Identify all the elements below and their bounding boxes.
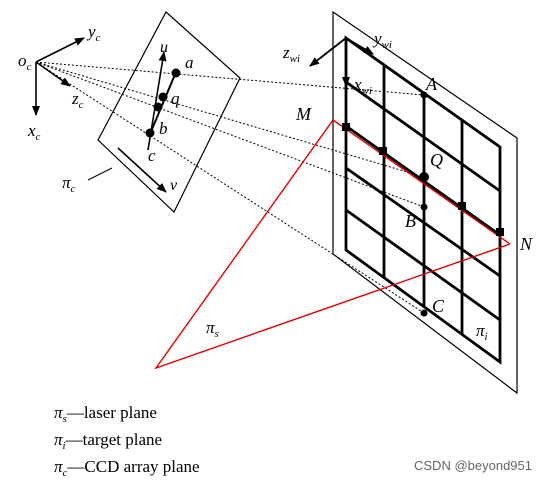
camera-axis-z-label: zc <box>71 89 84 111</box>
ccd-point-c-label: c <box>148 146 156 165</box>
ccd-axis-v-arrow <box>117 147 167 193</box>
laser-plane-label: πs <box>206 318 219 340</box>
laser-plane <box>154 119 511 370</box>
camera-axis-z-arrow <box>35 61 71 87</box>
world-axis-x-label: xwi <box>353 75 372 97</box>
ccd-image-line <box>149 71 177 135</box>
camera-axis-y-arrow <box>35 37 85 63</box>
target-plane-label: πi <box>476 321 488 343</box>
target-grid-frame <box>344 35 502 365</box>
camera-axes <box>32 37 85 116</box>
ccd-point-qb <box>153 102 163 112</box>
ccd-plane-leader <box>87 167 113 181</box>
world-axis-y-label: ywi <box>372 29 392 51</box>
legend-item-laser: πs—laser plane <box>54 403 157 425</box>
target-point-B <box>420 203 428 211</box>
ccd-axis-u-label: u <box>160 39 168 56</box>
legend-item-target: πi—target plane <box>54 430 162 452</box>
world-axis-z-label: zwi <box>282 43 300 65</box>
target-point-C-label: C <box>432 296 445 316</box>
laser-point-N-label: N <box>519 234 533 254</box>
ccd-axis-v-label: v <box>170 177 178 194</box>
target-point-Q <box>419 172 429 182</box>
world-axis-z-arrow <box>309 37 347 67</box>
ccd-point-b <box>145 128 155 138</box>
ccd-point-q-label: q <box>171 89 180 108</box>
watermark: CSDN @beyond951 <box>414 458 532 473</box>
target-point-C <box>420 309 428 317</box>
target-plane-outline <box>332 10 518 395</box>
target-point-A <box>420 91 428 99</box>
world-axes <box>309 37 374 87</box>
legend: πs—laser plane πi—target plane πc—CCD ar… <box>54 403 200 479</box>
ccd-point-a <box>171 68 181 78</box>
laser-line-MN <box>332 119 511 245</box>
ccd-plane-label: πc <box>62 173 76 195</box>
laser-line-markers <box>342 123 504 236</box>
legend-item-ccd: πc—CCD array plane <box>54 457 200 479</box>
ccd-plane <box>97 11 241 213</box>
target-point-Q-label: Q <box>430 150 443 170</box>
target-point-B-label: B <box>405 211 416 231</box>
camera-axis-y-label: yc <box>86 22 101 44</box>
camera-origin-label: oc <box>18 51 32 73</box>
target-points <box>419 91 429 317</box>
projection-rays <box>35 61 425 314</box>
ccd-point-a-label: a <box>185 53 194 72</box>
ccd-point-q <box>158 92 168 102</box>
ccd-point-b-label: b <box>159 119 168 138</box>
laser-point-M-label: M <box>295 104 312 124</box>
world-axis-y-arrow <box>345 37 374 55</box>
target-point-A-label: A <box>425 74 438 94</box>
camera-axis-x-label: xc <box>27 121 41 143</box>
